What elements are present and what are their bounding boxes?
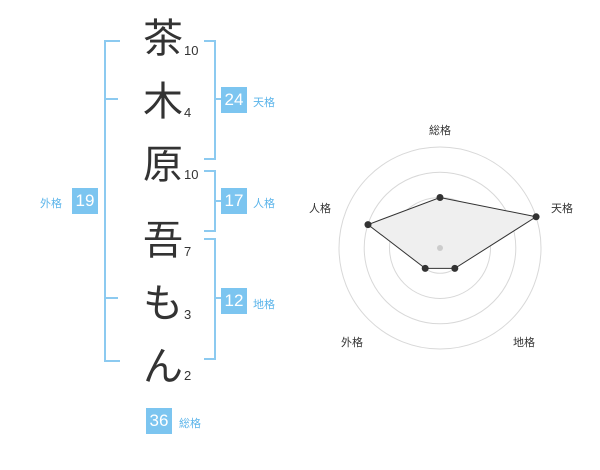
stroke-count-4: 7 bbox=[184, 244, 192, 259]
chikaku-value-badge: 12 bbox=[221, 288, 247, 314]
name-char-3: 原 bbox=[143, 142, 183, 188]
radar-label-chikaku: 地格 bbox=[513, 335, 535, 349]
chikaku-label: 地格 bbox=[253, 298, 275, 311]
stroke-count-6: 2 bbox=[184, 368, 192, 383]
jinkaku-label: 人格 bbox=[253, 197, 275, 210]
radar-grid-ring bbox=[338, 146, 542, 350]
tenkaku-label: 天格 bbox=[253, 96, 275, 109]
radar-label-tenkaku: 天格 bbox=[551, 201, 573, 215]
radar-point-2 bbox=[451, 264, 459, 272]
radar-point-0 bbox=[436, 194, 444, 201]
name-char-4: 吾 bbox=[143, 218, 183, 264]
chikaku-bracket bbox=[204, 238, 216, 360]
name-char-6: ん bbox=[143, 344, 183, 390]
radar-point-1 bbox=[532, 213, 540, 221]
radar-point-4 bbox=[364, 221, 372, 229]
name-char-1: 茶 bbox=[143, 16, 183, 62]
radar-points bbox=[364, 194, 540, 272]
soukaku-value-badge: 36 bbox=[146, 408, 172, 434]
radar-center-dot bbox=[437, 245, 443, 251]
stroke-count-2: 4 bbox=[184, 105, 192, 120]
radar-label-soukaku: 総格 bbox=[429, 123, 451, 137]
jinkaku-value-badge: 17 bbox=[221, 188, 247, 214]
soukaku-label: 総格 bbox=[179, 417, 201, 430]
stroke-count-3: 10 bbox=[184, 167, 199, 182]
gaikaku-label: 外格 bbox=[40, 197, 62, 210]
name-char-5: も bbox=[143, 281, 183, 327]
radar-label-jinkaku: 人格 bbox=[309, 201, 331, 215]
tenkaku-connector bbox=[214, 98, 222, 100]
jinkaku-connector bbox=[214, 200, 222, 202]
radar-score-polygon bbox=[366, 196, 538, 269]
gaikaku-tick-top bbox=[106, 98, 118, 100]
tenkaku-value-badge: 24 bbox=[221, 87, 247, 113]
gaikaku-tick-bottom bbox=[106, 297, 118, 299]
fortune-radar-chart: 総格 天格 地格 外格 人格 bbox=[309, 123, 573, 350]
gaikaku-value-badge: 19 bbox=[72, 188, 98, 214]
stroke-count-5: 3 bbox=[184, 307, 192, 322]
stroke-count-1: 10 bbox=[184, 43, 199, 58]
radar-label-gaikaku: 外格 bbox=[341, 335, 363, 349]
chikaku-connector bbox=[214, 297, 222, 299]
tenkaku-bracket bbox=[204, 40, 216, 160]
radar-grid-ring bbox=[363, 171, 517, 325]
gaikaku-bracket bbox=[104, 40, 120, 362]
radar-point-3 bbox=[421, 264, 429, 272]
name-char-2: 木 bbox=[143, 79, 183, 125]
